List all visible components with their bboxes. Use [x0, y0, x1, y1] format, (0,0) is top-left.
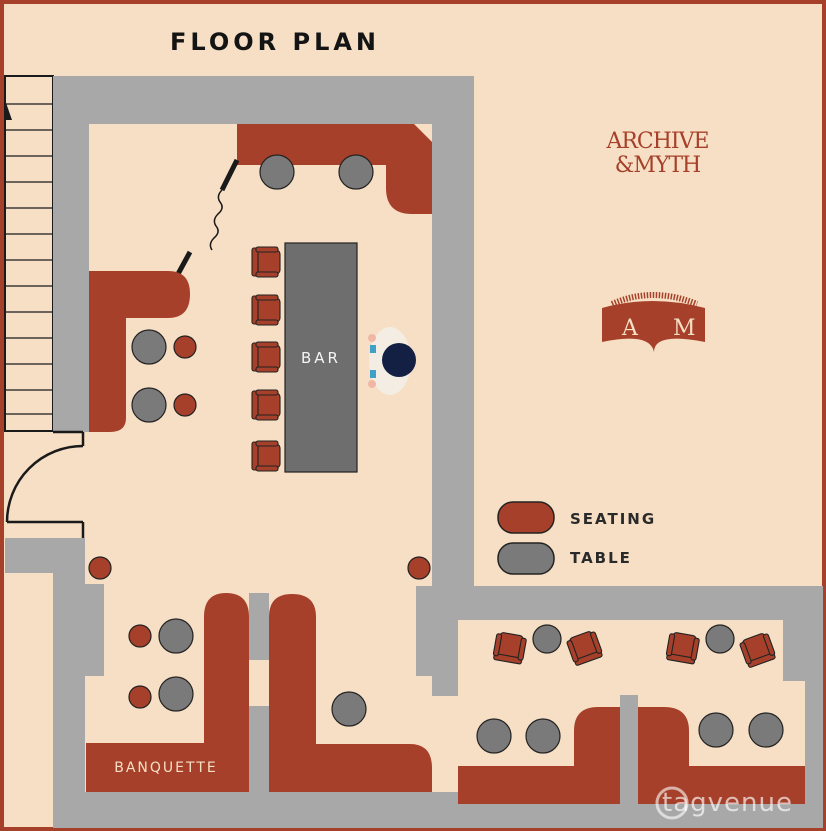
legend-seating-label: SEATING	[570, 510, 657, 528]
chair	[251, 246, 281, 278]
logo-line2: &MYTH	[614, 153, 702, 178]
chair	[251, 389, 281, 421]
tagvenue-logo-icon	[655, 786, 689, 820]
entrance-door	[5, 430, 85, 538]
table-round	[158, 676, 194, 712]
bar-back-counter	[237, 124, 432, 214]
stairs-arrow-icon	[5, 100, 12, 120]
stool	[173, 335, 197, 359]
booth-right-b	[638, 707, 805, 804]
book-letter-right: M	[673, 316, 696, 341]
bartender-figure	[368, 327, 416, 395]
bar-counter	[284, 242, 358, 473]
table-round	[525, 718, 561, 754]
side-table	[532, 624, 562, 654]
table-round	[259, 154, 295, 190]
legend-seating-swatch	[497, 501, 555, 534]
watermark: tagvenue	[662, 788, 793, 818]
table-round	[698, 712, 734, 748]
table-round	[131, 387, 167, 423]
armchairs	[492, 631, 776, 668]
chair	[251, 341, 281, 373]
stool	[407, 556, 431, 580]
side-table	[705, 624, 735, 654]
stool	[128, 624, 152, 648]
stool	[88, 556, 112, 580]
table-round	[748, 712, 784, 748]
room-divider	[175, 158, 240, 276]
table-round	[476, 718, 512, 754]
chair	[739, 633, 776, 668]
booth-left	[89, 271, 190, 432]
bar-label: BAR	[301, 349, 341, 367]
stool	[128, 685, 152, 709]
chair	[665, 632, 700, 665]
table-round	[331, 691, 367, 727]
book-logo-icon: A M	[602, 292, 705, 352]
legend-table-swatch	[497, 542, 555, 575]
archive-myth-logo: ARCHIVE &MYTH	[590, 130, 725, 178]
table-round	[158, 618, 194, 654]
table-round	[131, 329, 167, 365]
banquette	[86, 593, 249, 792]
table-round	[338, 154, 374, 190]
booth-l-shape	[269, 594, 432, 792]
legend-table-label: TABLE	[570, 549, 632, 567]
banquette-label: BANQUETTE	[114, 760, 218, 776]
chair	[566, 631, 603, 666]
book-letter-left: A	[621, 316, 639, 341]
page-title: FLOOR PLAN	[170, 28, 381, 56]
chair	[251, 440, 281, 472]
booth-right-a	[458, 707, 620, 804]
bar-stools	[251, 246, 281, 472]
staircase	[4, 75, 54, 432]
chair	[251, 294, 281, 326]
chair	[492, 632, 527, 665]
stool	[173, 393, 197, 417]
logo-line1: ARCHIVE	[606, 129, 709, 154]
